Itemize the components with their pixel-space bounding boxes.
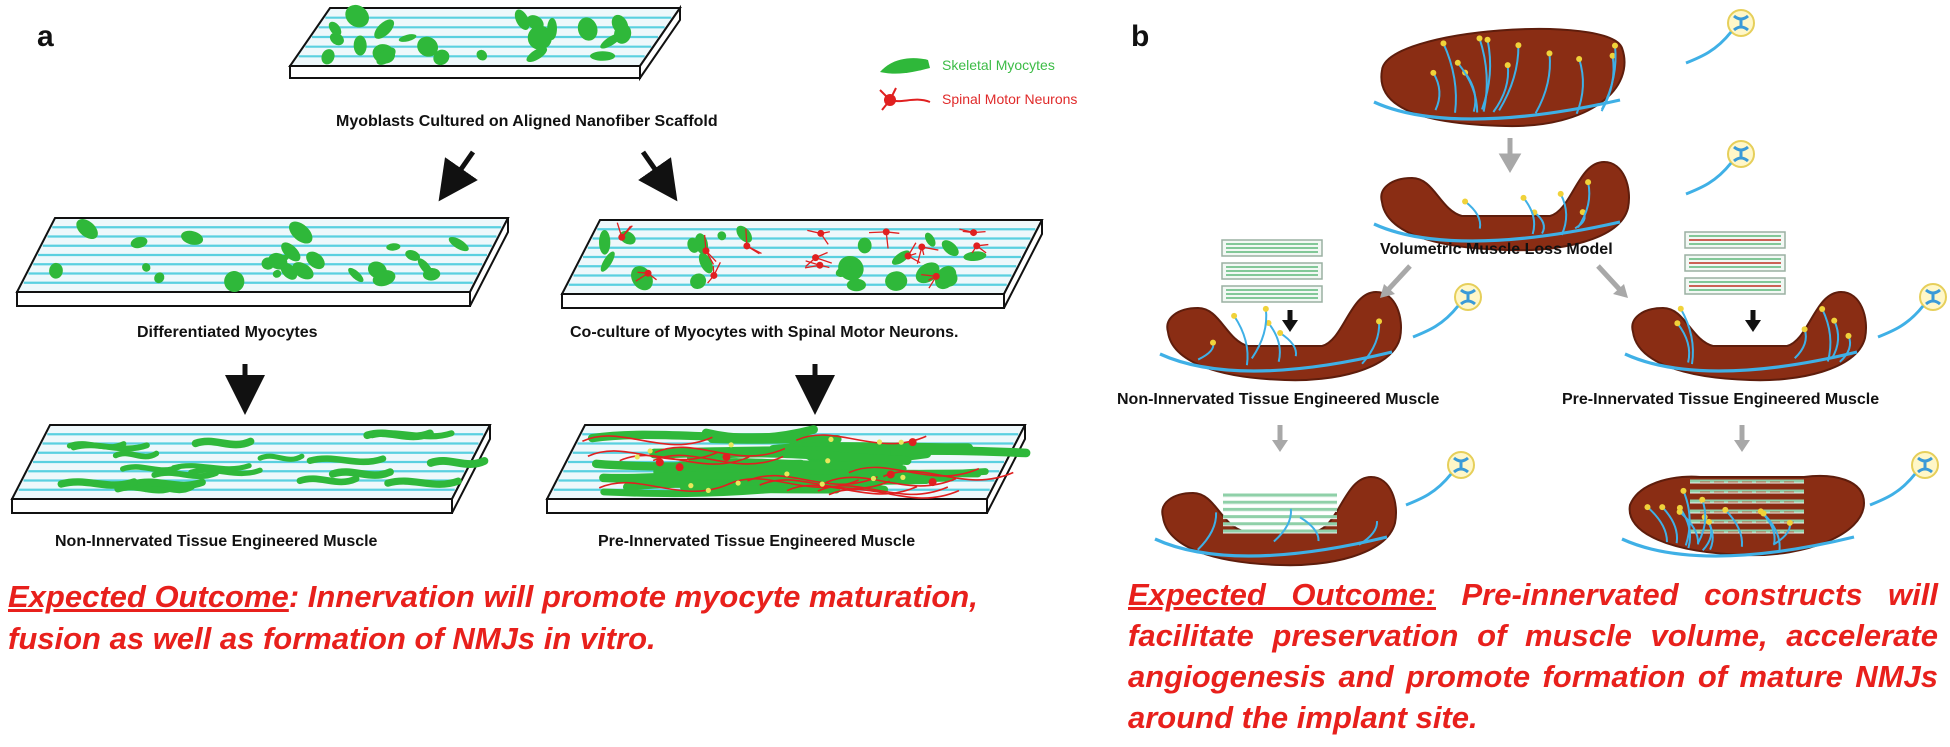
arrow-top-right — [638, 150, 678, 202]
spinal-cord-icon — [1405, 451, 1475, 507]
arrow-stack-left — [1282, 310, 1298, 332]
muscle-right-outcome — [1621, 474, 1866, 558]
spinal-cord-icon — [1412, 283, 1482, 339]
label-vml-model: Volumetric Muscle Loss Model — [1380, 241, 1613, 258]
expected-outcome-a-text: : Innervation will promote myocyte matur… — [8, 579, 978, 656]
legend-neuron-icon — [879, 87, 931, 111]
label-non-innervated-b: Non-Innervated Tissue Engineered Muscle — [1117, 391, 1440, 408]
label-pre-innervated-b: Pre-Innervated Tissue Engineered Muscle — [1562, 391, 1880, 408]
expected-outcome-b-text: Pre-innervated constructs will facilitat… — [1128, 577, 1938, 735]
legend-myocyte-icon — [880, 58, 930, 74]
expected-outcome-b-heading: Expected Outcome: — [1128, 577, 1437, 612]
arrow-right-down — [1734, 425, 1750, 452]
scaffold-coculture — [560, 219, 1044, 309]
arrow-left-down — [1272, 425, 1288, 452]
arrow-intact-to-vml — [1498, 138, 1522, 173]
muscle-right-implant-site — [1624, 290, 1867, 382]
panel-b-letter: b — [1131, 20, 1150, 53]
arrow-stack-right — [1745, 310, 1761, 332]
expected-outcome-a: Expected Outcome: Innervation will promo… — [8, 576, 1078, 660]
legend-myocytes-label: Skeletal Myocytes — [942, 57, 1055, 73]
spinal-cord-icon — [1877, 283, 1947, 339]
arrow-top-left — [438, 150, 478, 202]
construct-stack-non-innervated — [1221, 239, 1323, 303]
spinal-cord-icon — [1685, 9, 1755, 65]
label-differentiated: Differentiated Myocytes — [137, 324, 318, 341]
label-pre-innervated-a: Pre-Innervated Tissue Engineered Muscle — [598, 533, 916, 550]
label-non-innervated-a: Non-Innervated Tissue Engineered Muscle — [55, 533, 378, 550]
muscle-left-implant-site — [1159, 290, 1402, 382]
muscle-intact — [1373, 27, 1626, 128]
label-myoblasts: Myoblasts Cultured on Aligned Nanofiber … — [336, 113, 718, 130]
muscle-left-outcome — [1154, 475, 1397, 567]
muscle-vml-defect — [1373, 160, 1630, 252]
arrow-vml-left — [1380, 264, 1412, 298]
spinal-cord-icon — [1869, 451, 1939, 507]
expected-outcome-b: Expected Outcome: Pre-innervated constru… — [1128, 574, 1938, 738]
panel-a-letter: a — [37, 20, 54, 53]
label-coculture: Co-culture of Myocytes with Spinal Motor… — [570, 324, 959, 341]
scaffold-non-innervated — [10, 424, 492, 514]
expected-outcome-a-heading: Expected Outcome — [8, 579, 289, 614]
scaffold-differentiated — [15, 217, 510, 307]
arrow-vml-right — [1596, 264, 1628, 298]
legend-neurons-label: Spinal Motor Neurons — [942, 91, 1078, 107]
construct-stack-pre-innervated — [1684, 231, 1786, 295]
scaffold-top — [288, 4, 682, 82]
spinal-cord-icon — [1685, 140, 1755, 196]
scaffold-pre-innervated — [545, 424, 1031, 514]
